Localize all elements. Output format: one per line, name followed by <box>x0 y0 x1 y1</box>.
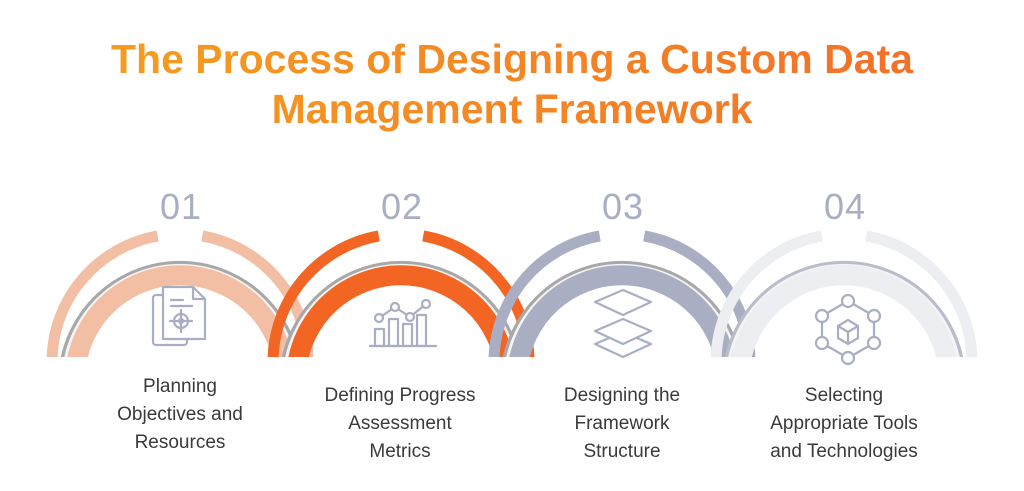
network-cube-icon <box>814 293 882 366</box>
step-label: Defining Progress Assessment Metrics <box>290 382 510 466</box>
step-number: 03 <box>601 186 645 227</box>
step-number: 04 <box>823 186 867 227</box>
divider-ring <box>724 260 964 357</box>
label-line: Framework <box>574 413 670 434</box>
inner-arc <box>67 265 293 357</box>
step-label: Designing the Framework Structure <box>512 382 732 466</box>
step-number: 01 <box>159 186 203 227</box>
label-line: Assessment <box>348 413 452 434</box>
outer-arc-left <box>488 230 601 357</box>
bar-chart-line-icon <box>368 298 438 348</box>
label-line: Appropriate Tools <box>770 413 918 434</box>
step-number: 02 <box>380 186 424 227</box>
label-line: Designing the <box>563 385 681 406</box>
step-label: Planning Objectives and Resources <box>70 373 290 457</box>
layers-icon <box>593 288 653 359</box>
step-label: Selecting Appropriate Tools and Technolo… <box>734 382 954 466</box>
label-line: Planning <box>143 376 217 397</box>
outer-arc-left <box>46 230 159 357</box>
inner-arc <box>731 265 957 357</box>
label-line: Selecting <box>804 385 884 406</box>
document-target-icon <box>151 285 207 347</box>
label-line: Defining Progress <box>324 385 476 406</box>
label-line: Objectives and <box>117 404 243 425</box>
label-line: and Technologies <box>770 441 918 462</box>
label-line: Resources <box>134 432 226 453</box>
outer-arc-left <box>267 230 380 357</box>
outer-arc-right <box>865 230 978 357</box>
label-line: Metrics <box>369 441 431 462</box>
outer-arc-left <box>710 230 823 357</box>
inner-arc <box>509 265 735 357</box>
label-line: Structure <box>583 441 661 462</box>
inner-arc <box>288 265 514 357</box>
